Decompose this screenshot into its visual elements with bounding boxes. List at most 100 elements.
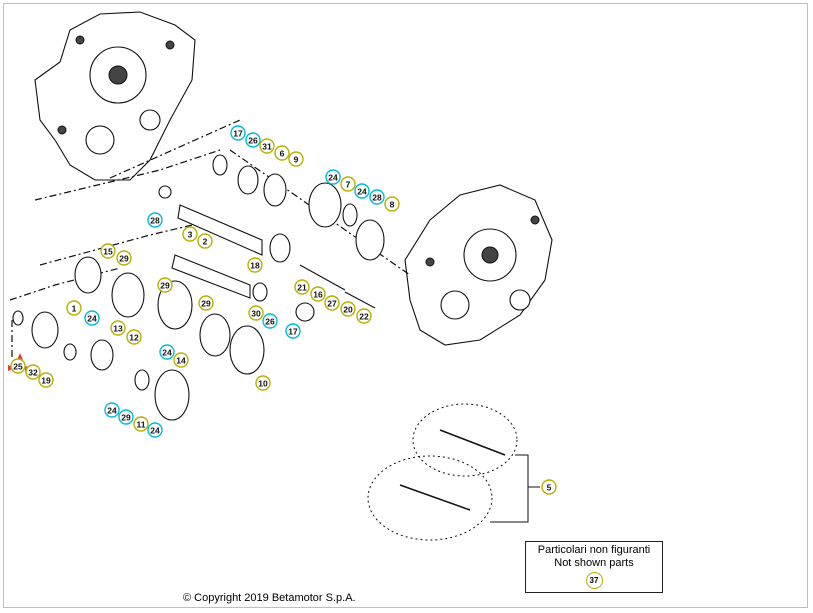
- callout-circle: [182, 226, 198, 242]
- callout-circle: [310, 286, 326, 302]
- part-callout-25[interactable]: 25: [10, 358, 26, 374]
- part-callout-8[interactable]: 8: [384, 196, 400, 212]
- callout-number: 20: [343, 305, 353, 315]
- callout-number: 29: [160, 281, 170, 291]
- callout-circle: [340, 301, 356, 317]
- part-callout-32[interactable]: 32: [25, 364, 41, 380]
- callout-circle: [259, 138, 275, 154]
- callout-number: 32: [28, 368, 38, 378]
- part-callout-26[interactable]: 26: [245, 132, 261, 148]
- callout-circle: [66, 300, 82, 316]
- callout-circle: [248, 305, 264, 321]
- callout-circle: [173, 352, 189, 368]
- part-callout-5[interactable]: 5: [541, 479, 557, 495]
- mainshaft-group: [171, 254, 376, 322]
- callout-number: 28: [372, 193, 382, 203]
- part-callout-24[interactable]: 24: [147, 422, 163, 438]
- part-callout-24[interactable]: 24: [84, 310, 100, 326]
- part-callout-15[interactable]: 15: [100, 243, 116, 259]
- callout-number: 22: [359, 312, 369, 322]
- callout-number: 25: [13, 362, 23, 372]
- gear-cluster: [12, 256, 265, 421]
- part-callout-2[interactable]: 2: [197, 233, 213, 249]
- callout-circle: [84, 310, 100, 326]
- callout-circle: [159, 344, 175, 360]
- callout-number: 16: [313, 290, 323, 300]
- part-callout-16[interactable]: 16: [310, 286, 326, 302]
- not-shown-parts-legend: Particolari non figuranti Not shown part…: [525, 541, 663, 593]
- part-callout-28[interactable]: 28: [147, 212, 163, 228]
- part-callout-28[interactable]: 28: [369, 189, 385, 205]
- callout-number: 19: [41, 376, 51, 386]
- part-callout-24[interactable]: 24: [159, 344, 175, 360]
- legend-part-number[interactable]: 37: [585, 572, 603, 589]
- part-callout-22[interactable]: 22: [356, 308, 372, 324]
- callout-number: 24: [357, 187, 367, 197]
- not-shown-assemblies: [367, 403, 540, 541]
- callout-number: 26: [248, 136, 258, 146]
- part-callout-29[interactable]: 29: [157, 277, 173, 293]
- callout-number: 24: [107, 406, 117, 416]
- callout-circle: [126, 329, 142, 345]
- legend-line-english: Not shown parts: [554, 557, 634, 569]
- part-callout-12[interactable]: 12: [126, 329, 142, 345]
- callout-circle: [10, 358, 26, 374]
- part-callout-10[interactable]: 10: [255, 375, 271, 391]
- crankcase-right-half: [404, 184, 553, 346]
- part-callout-1[interactable]: 1: [66, 300, 82, 316]
- part-callout-27[interactable]: 27: [324, 295, 340, 311]
- part-callout-24[interactable]: 24: [325, 169, 341, 185]
- callout-circle: [100, 243, 116, 259]
- callout-number: 29: [201, 299, 211, 309]
- part-callout-17[interactable]: 17: [285, 323, 301, 339]
- callout-number: 24: [162, 348, 172, 358]
- part-callout-20[interactable]: 20: [340, 301, 356, 317]
- callout-circle: [369, 189, 385, 205]
- callout-circle: [356, 308, 372, 324]
- callout-number: 26: [265, 317, 275, 327]
- callout-circle: [294, 279, 310, 295]
- part-callout-9[interactable]: 9: [288, 151, 304, 167]
- part-callout-17[interactable]: 17: [230, 125, 246, 141]
- part-callout-24[interactable]: 24: [354, 183, 370, 199]
- callout-circle: [116, 250, 132, 266]
- callout-circle: [288, 151, 304, 167]
- part-callout-3[interactable]: 3: [182, 226, 198, 242]
- callout-circle: [25, 364, 41, 380]
- part-callout-31[interactable]: 31: [259, 138, 275, 154]
- part-callout-29[interactable]: 29: [116, 250, 132, 266]
- callout-circle: [118, 409, 134, 425]
- callout-circle: [285, 323, 301, 339]
- callout-number: 27: [327, 299, 337, 309]
- part-callout-19[interactable]: 19: [38, 372, 54, 388]
- part-callout-7[interactable]: 7: [340, 176, 356, 192]
- part-callout-18[interactable]: 18: [247, 257, 263, 273]
- callout-number: 14: [176, 356, 186, 366]
- part-callout-26[interactable]: 26: [262, 313, 278, 329]
- callout-number: 3: [188, 230, 193, 240]
- callout-circle: [255, 375, 271, 391]
- callout-number: 24: [150, 426, 160, 436]
- callout-number: 29: [121, 413, 131, 423]
- part-callout-14[interactable]: 14: [173, 352, 189, 368]
- callout-number: 24: [328, 173, 338, 183]
- part-callout-29[interactable]: 29: [198, 295, 214, 311]
- part-callout-11[interactable]: 11: [133, 416, 149, 432]
- callout-number: 7: [346, 180, 351, 190]
- callout-circle: [340, 176, 356, 192]
- part-callout-29[interactable]: 29: [118, 409, 134, 425]
- callout-circle: [198, 295, 214, 311]
- countershaft-group: [158, 154, 385, 263]
- callout-number: 6: [280, 149, 285, 159]
- callout-number: 15: [103, 247, 113, 257]
- callout-number: 2: [203, 237, 208, 247]
- callout-circle: [384, 196, 400, 212]
- part-callout-30[interactable]: 30: [248, 305, 264, 321]
- callout-number: 13: [113, 324, 123, 334]
- part-callout-6[interactable]: 6: [274, 145, 290, 161]
- part-callout-21[interactable]: 21: [294, 279, 310, 295]
- callout-circle: [274, 145, 290, 161]
- part-callout-24[interactable]: 24: [104, 402, 120, 418]
- callout-number: 10: [258, 379, 268, 389]
- part-callout-13[interactable]: 13: [110, 320, 126, 336]
